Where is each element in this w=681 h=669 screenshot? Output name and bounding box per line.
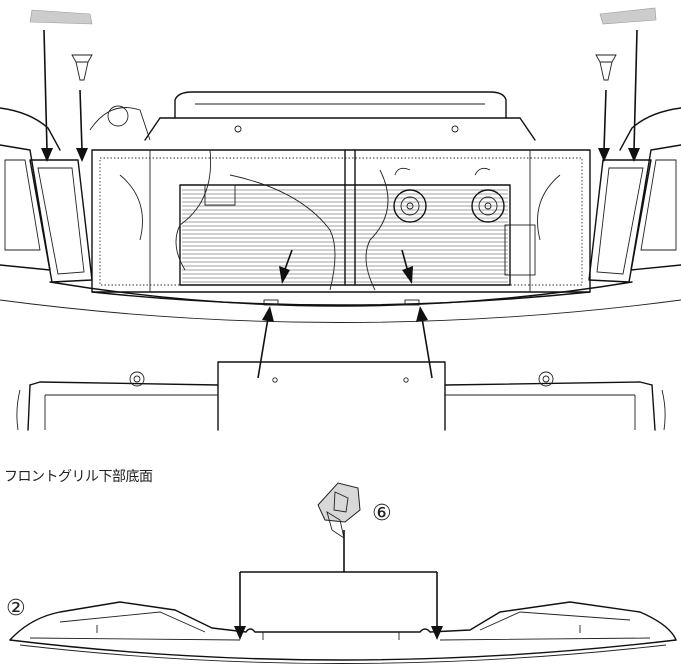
clip-part-6-icon — [317, 482, 361, 539]
vehicle-front-assembly — [0, 91, 681, 323]
front-bumper — [16, 361, 666, 431]
callout-number-6: ⑥ — [372, 501, 392, 526]
callout-number-2: ② — [6, 596, 26, 621]
grille-molding-left-icon — [29, 9, 93, 25]
section-label-front-grille-bottom: フロントグリル下部底面 — [4, 469, 153, 485]
grille-lower-part-2 — [9, 601, 677, 664]
clip-left-icon — [71, 54, 93, 81]
assembly-arrows — [41, 29, 640, 379]
bracket-lines — [234, 530, 443, 640]
grille-molding-right-icon — [599, 7, 657, 25]
clip-right-icon — [595, 54, 617, 81]
